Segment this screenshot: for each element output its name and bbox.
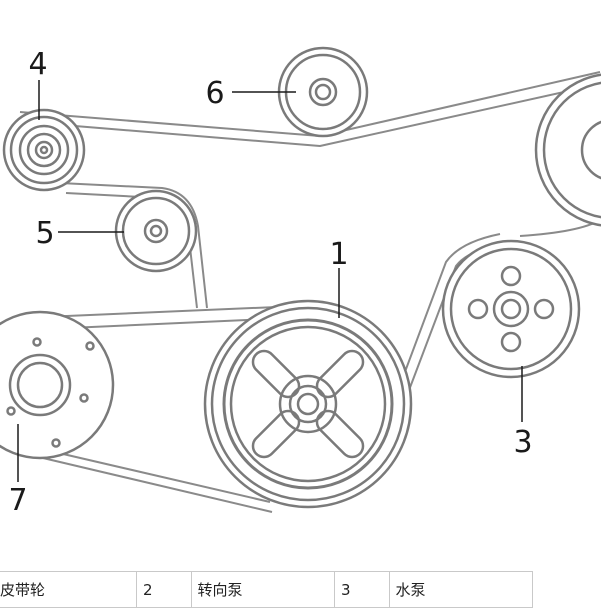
parts-legend-table: 皮带轮 2 转向泵 3 水泵 [0,571,534,608]
legend-name-2: 转向泵 [191,571,335,608]
legend-number-3: 3 [334,571,390,608]
crankshaft-pulley [203,299,413,509]
tensioner-pulley-5 [114,189,198,273]
leader-lines [17,80,523,482]
callout-3: 3 [513,425,532,460]
water-pump-pulley [441,239,581,379]
left-pulley-7 [0,310,115,460]
legend-name-1: 皮带轮 [0,571,137,608]
legend-name-3: 水泵 [389,571,534,608]
callout-1: 1 [329,237,348,272]
callout-5: 5 [35,216,54,251]
idler-pulley-4 [2,108,86,192]
legend-number-2: 2 [136,571,192,608]
steering-pump-pulley [534,73,601,227]
callout-6: 6 [205,76,224,111]
table-row: 皮带轮 2 转向泵 3 水泵 [0,571,534,608]
callout-7: 7 [8,483,27,518]
callout-4: 4 [28,47,47,82]
